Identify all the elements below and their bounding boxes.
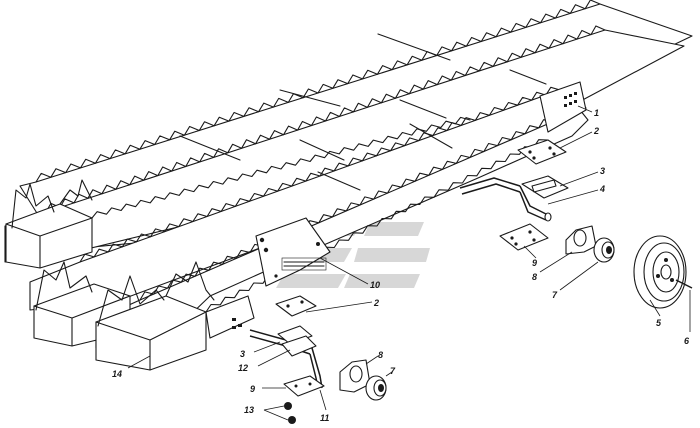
panel-seams	[179, 33, 547, 191]
callout-1: 1	[594, 108, 599, 118]
callout-5: 5	[656, 318, 662, 328]
callout-3-lower: 3	[240, 349, 245, 359]
leader-lines	[127, 105, 691, 421]
lower-bracket-assembly	[249, 325, 323, 389]
center-mount-plate	[255, 217, 331, 287]
callout-13: 13	[244, 405, 254, 415]
callout-7-upper: 7	[552, 290, 558, 300]
bearing-housing-lower	[339, 359, 387, 401]
callout-12: 12	[238, 363, 248, 373]
callout-9-lower: 9	[250, 384, 255, 394]
callout-8-lower: 8	[378, 350, 383, 360]
bracket-upper	[521, 175, 569, 199]
rear-end-plate	[539, 81, 587, 133]
nuts	[284, 402, 296, 424]
callout-2-upper: 2	[593, 126, 599, 136]
callout-11: 11	[320, 413, 329, 423]
serrated-edges	[35, 0, 606, 313]
callout-3-upper: 3	[600, 166, 605, 176]
front-box-sections	[5, 179, 255, 371]
plate-right	[499, 223, 549, 251]
plate-lower-left	[283, 375, 325, 397]
callout-labels: 1 2 3 4 9 8 7 5 6 10 2 3 12 14 9 13 11 8…	[112, 108, 690, 423]
callout-7-lower: 7	[390, 366, 396, 376]
plate-lower	[275, 295, 317, 317]
pulley	[633, 235, 693, 309]
callout-8-upper: 8	[532, 272, 537, 282]
callout-9-upper: 9	[532, 258, 537, 268]
callout-4: 4	[599, 184, 605, 194]
callout-6: 6	[684, 336, 690, 346]
divider-frame	[4, 3, 693, 349]
drive-shaft	[459, 177, 552, 222]
callout-2-lower: 2	[373, 298, 379, 308]
plate-upper	[517, 139, 567, 165]
callout-14: 14	[112, 369, 122, 379]
bearing-housing-right	[565, 225, 615, 263]
callout-10: 10	[370, 280, 380, 290]
